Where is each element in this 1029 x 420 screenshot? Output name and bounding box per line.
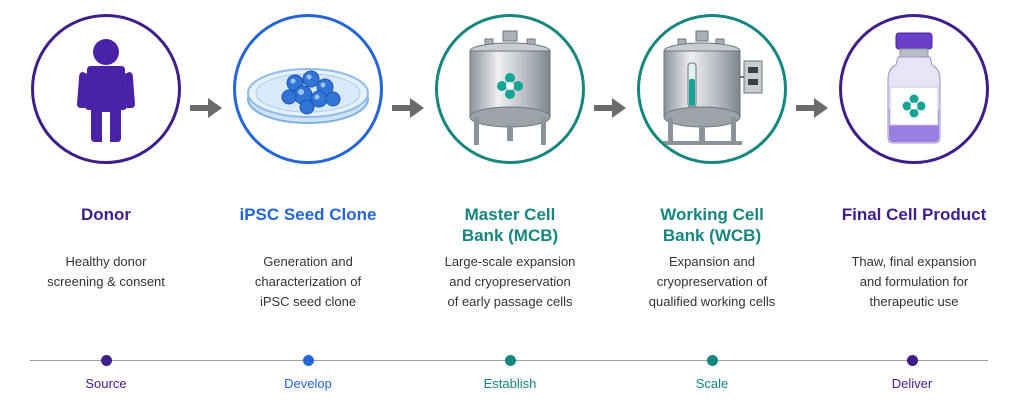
stage-working-cell-bank: Working Cell Bank (WCB) Expansion and cr…	[612, 14, 812, 312]
mcb-circle	[435, 14, 585, 164]
bioreactor-tank-icon	[469, 30, 551, 145]
stage-donor: Donor Healthy donor screening & consent	[6, 14, 206, 292]
stage-description: Thaw, final expansion and formulation fo…	[851, 254, 977, 309]
timeline-dot-establish	[504, 355, 516, 366]
cryo-tank-icon	[662, 30, 763, 145]
timeline-label-deliver: Deliver	[891, 376, 933, 391]
timeline-dot-source	[100, 355, 112, 366]
arrow-right-icon	[796, 98, 828, 118]
arrow-right-icon	[594, 98, 626, 118]
stage-title: Working Cell Bank (WCB)	[660, 205, 764, 245]
person-icon	[77, 39, 135, 142]
wcb-circle	[637, 14, 787, 164]
timeline-dot-deliver	[906, 355, 918, 366]
stage-ipsc-seed-clone: iPSC Seed Clone Generation and character…	[208, 14, 408, 312]
timeline-dot-scale	[706, 355, 718, 366]
stage-master-cell-bank: Master Cell Bank (MCB) Large-scale expan…	[410, 14, 610, 312]
timeline-label-develop: Develop	[284, 376, 332, 391]
stage-description: Generation and characterization of iPSC …	[254, 254, 362, 309]
stage-final-cell-product: Final Cell Product Thaw, final expansion…	[814, 14, 1014, 312]
stage-title: Master Cell Bank (MCB)	[461, 205, 559, 245]
stage-description: Healthy donor screening & consent	[47, 254, 165, 289]
vial-icon	[887, 32, 941, 144]
arrow-right-icon	[392, 98, 424, 118]
stage-description: Large-scale expansion and cryopreservati…	[444, 254, 576, 309]
arrow-right-icon	[190, 98, 222, 118]
petri-dish-icon	[247, 68, 369, 124]
donor-circle	[31, 14, 181, 164]
timeline-dot-develop	[302, 355, 314, 366]
timeline-label-source: Source	[85, 376, 127, 391]
stage-title: Final Cell Product	[841, 205, 987, 224]
stage-title: iPSC Seed Clone	[239, 205, 377, 224]
final-product-circle	[839, 14, 989, 164]
timeline-label-establish: Establish	[483, 376, 537, 391]
stage-title: Donor	[80, 205, 132, 224]
timeline-label-scale: Scale	[695, 376, 729, 391]
ipsc-circle	[233, 14, 383, 164]
stage-description: Expansion and cryopreservation of qualif…	[648, 254, 776, 309]
